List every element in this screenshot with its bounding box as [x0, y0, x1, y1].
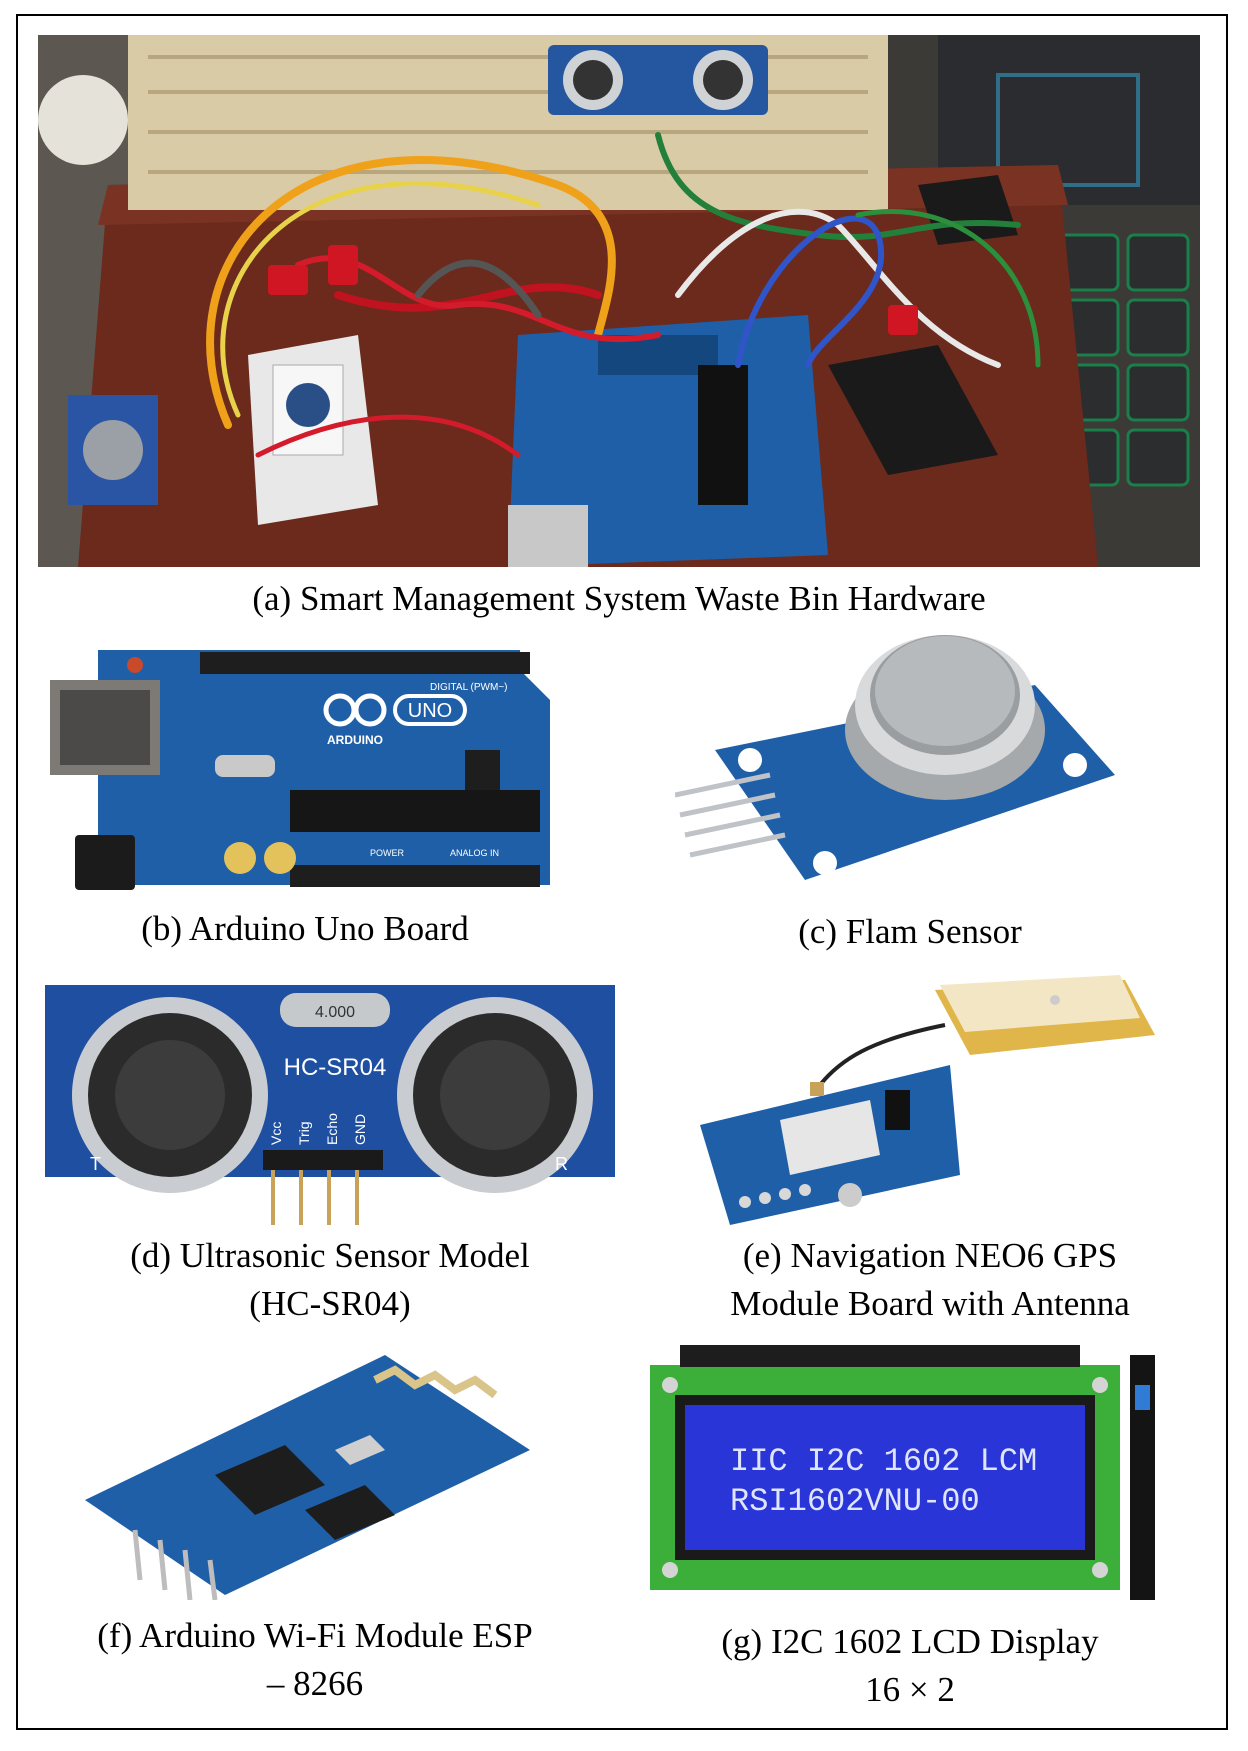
arduino-uno-photo: UNO ARDUINO DIGITAL (PWM~) POWER ANALOG … [50, 640, 560, 895]
t-label: T [90, 1154, 101, 1174]
gnd-label: GND [352, 1114, 368, 1145]
caption-d-line-2: (HC-SR04) [249, 1284, 411, 1323]
ultrasonic-sensor-photo: 4.000 HC-SR04 Vcc Trig Echo GND T R [45, 985, 615, 1230]
caption-b-line-1: (b) Arduino Uno Board [141, 909, 469, 948]
caption-c: (c) Flam Sensor [675, 908, 1145, 956]
caption-d-line-1: (d) Ultrasonic Sensor Model [130, 1236, 530, 1275]
caption-d: (d) Ultrasonic Sensor Model (HC-SR04) [30, 1232, 630, 1328]
lcd-display-photo: IIC I2C 1602 LCM RSI1602VNU-00 [650, 1345, 1155, 1610]
waste-bin-hardware-photo [38, 35, 1200, 567]
caption-e-line-2: Module Board with Antenna [730, 1284, 1130, 1323]
caption-g-line-2: 16 × 2 [865, 1670, 955, 1709]
caption-e: (e) Navigation NEO6 GPS Module Board wit… [690, 1232, 1170, 1328]
vcc-label: Vcc [268, 1122, 284, 1145]
caption-e-line-1: (e) Navigation NEO6 GPS [742, 1236, 1118, 1275]
caption-g: (g) I2C 1602 LCD Display 16 × 2 [660, 1618, 1160, 1714]
lcd-line-2: RSI1602VNU-00 [730, 1483, 980, 1520]
trig-label: Trig [296, 1121, 312, 1145]
analog-label: ANALOG IN [450, 848, 499, 858]
caption-g-line-1: (g) I2C 1602 LCD Display [721, 1622, 1099, 1661]
lcd-line-1: IIC I2C 1602 LCM [730, 1443, 1037, 1480]
caption-b: (b) Arduino Uno Board [50, 905, 560, 953]
caption-a: (a) Smart Management System Waste Bin Ha… [38, 575, 1200, 623]
r-label: R [555, 1154, 568, 1174]
esp8266-module-photo [85, 1355, 530, 1600]
uno-label: UNO [408, 700, 452, 722]
gps-module-photo [700, 970, 1160, 1225]
caption-f-line-1: (f) Arduino Wi-Fi Module ESP [97, 1616, 533, 1655]
flame-sensor-photo [675, 625, 1145, 900]
figure-frame [16, 14, 1228, 1730]
power-label: POWER [370, 848, 405, 858]
crystal-label: 4.000 [315, 1004, 355, 1021]
caption-c-line-1: (c) Flam Sensor [798, 912, 1022, 951]
caption-f-line-2: – 8266 [266, 1664, 364, 1703]
arduino-label: ARDUINO [327, 733, 383, 747]
echo-label: Echo [324, 1113, 340, 1145]
hc-sr04-label: HC-SR04 [284, 1054, 387, 1081]
caption-f: (f) Arduino Wi-Fi Module ESP – 8266 [30, 1612, 600, 1708]
caption-a-line-1: (a) Smart Management System Waste Bin Ha… [252, 579, 986, 618]
digital-label: DIGITAL (PWM~) [430, 682, 508, 693]
